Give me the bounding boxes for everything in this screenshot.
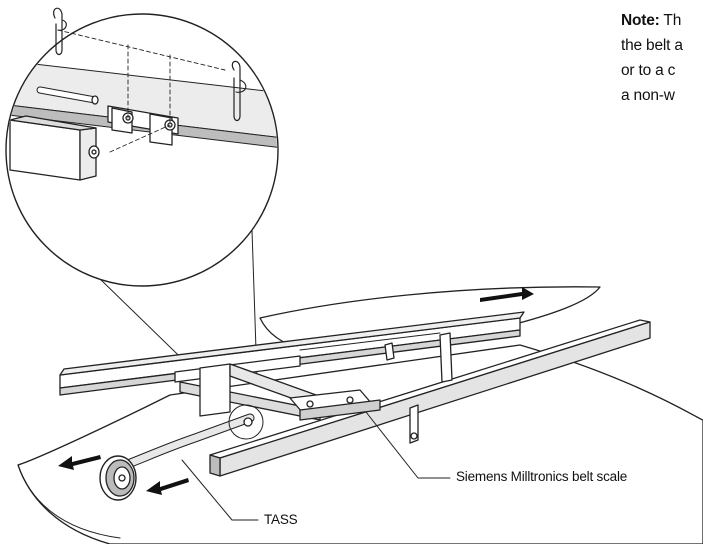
hitch-pin-icon — [53, 7, 67, 56]
note-line-4: a non-w — [621, 87, 675, 104]
arrow-icon — [146, 478, 189, 495]
note-label: Note: — [621, 12, 660, 29]
tass-leader — [181, 459, 259, 521]
belt-scale-label: Siemens Milltronics belt scale — [456, 469, 628, 484]
scale-frame — [174, 332, 453, 444]
tass-assembly — [99, 404, 264, 501]
tass-label: TASS — [264, 512, 298, 527]
detail-magnifier — [5, 7, 279, 421]
arrow-icon — [58, 455, 101, 470]
arrow-icon — [480, 287, 534, 302]
note-line-3: or to a c — [621, 62, 676, 79]
hitch-pin-icon — [231, 60, 247, 122]
note-line-1: Th — [659, 12, 682, 29]
note-text: Note: Th the belt a or to a c a non-w — [621, 8, 703, 108]
belt-scale-leader — [365, 411, 451, 479]
conveyor-belt-lower — [17, 344, 703, 544]
note-line-2: the belt a — [621, 37, 683, 54]
